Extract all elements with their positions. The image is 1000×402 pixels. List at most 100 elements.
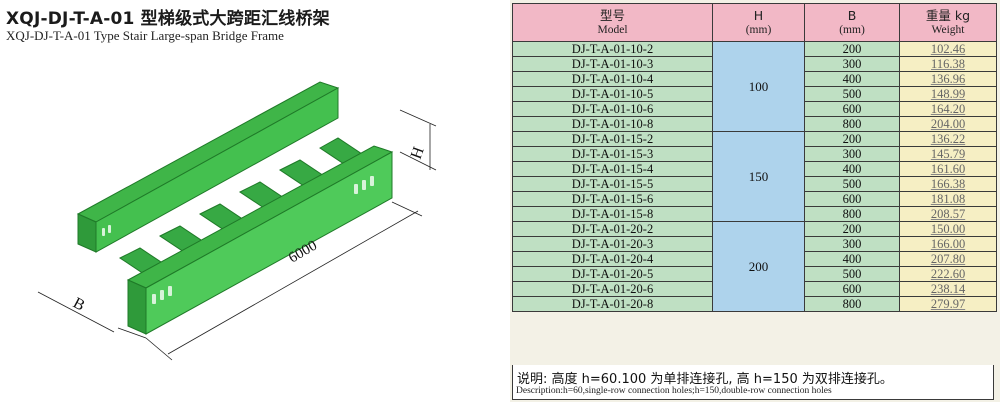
table-header-row: 型号 Model H (mm) B (mm) 重量 kg Weight [512, 3, 997, 42]
cell-weight: 204.00 [899, 116, 997, 132]
table-row: DJ-T-A-01-20-8 800 279.97 [512, 296, 997, 312]
spec-table-panel: 型号 Model H (mm) B (mm) 重量 kg Weight DJ-T… [510, 0, 1000, 402]
weight-value: 204.00 [930, 116, 966, 131]
cell-model: DJ-T-A-01-15-3 [512, 146, 713, 162]
cell-b: 400 [804, 251, 900, 267]
cell-b: 400 [804, 71, 900, 87]
cell-b: 300 [804, 236, 900, 252]
cell-model: DJ-T-A-01-20-6 [512, 281, 713, 297]
weight-value: 222.60 [930, 266, 966, 281]
cell-b: 800 [804, 206, 900, 222]
back-rail-side [95, 87, 339, 253]
connection-slots [102, 176, 374, 304]
table-row: DJ-T-A-01-15-3 300 145.79 [512, 146, 997, 162]
cell-model: DJ-T-A-01-10-3 [512, 56, 713, 72]
weight-value: 102.46 [930, 41, 966, 56]
cell-b: 600 [804, 281, 900, 297]
header-b: B (mm) [804, 3, 900, 42]
cell-b: 200 [804, 41, 900, 57]
cell-model: DJ-T-A-01-20-5 [512, 266, 713, 282]
cell-model: DJ-T-A-01-15-6 [512, 191, 713, 207]
cell-weight: 102.46 [899, 41, 997, 57]
cell-weight: 222.60 [899, 266, 997, 282]
cell-b: 800 [804, 116, 900, 132]
weight-value: 166.00 [930, 236, 966, 251]
cell-h-group: 150 [712, 131, 805, 222]
cell-weight: 161.60 [899, 161, 997, 177]
cell-model: DJ-T-A-01-10-8 [512, 116, 713, 132]
weight-value: 148.99 [930, 86, 966, 101]
note-cn: 说明: 高度 h=60.100 为单排连接孔, 高 h=150 为双排连接孔。 [517, 372, 893, 387]
front-rail-end [127, 279, 147, 335]
cell-model: DJ-T-A-01-20-3 [512, 236, 713, 252]
table-row: DJ-T-A-01-15-5 500 166.38 [512, 176, 997, 192]
weight-value: 279.97 [930, 296, 966, 311]
cell-b: 400 [804, 161, 900, 177]
cell-b: 500 [804, 86, 900, 102]
cell-weight: 164.20 [899, 101, 997, 117]
weight-value: 208.57 [930, 206, 966, 221]
spec-table: 型号 Model H (mm) B (mm) 重量 kg Weight DJ-T… [512, 3, 997, 312]
cell-model: DJ-T-A-01-15-5 [512, 176, 713, 192]
cell-b: 800 [804, 296, 900, 312]
weight-value: 150.00 [930, 221, 966, 236]
header-h: H (mm) [712, 3, 805, 42]
cell-weight: 116.38 [899, 56, 997, 72]
cell-weight: 166.38 [899, 176, 997, 192]
table-row: DJ-T-A-01-15-4 400 161.60 [512, 161, 997, 177]
note-en: Description:h=60,single-row connection h… [516, 386, 832, 396]
product-title-cn: XQJ-DJ-T-A-01 型梯级式大跨距汇线桥架 [6, 9, 330, 29]
cell-b: 500 [804, 176, 900, 192]
table-row: DJ-T-A-01-15-6 600 181.08 [512, 191, 997, 207]
weight-value: 161.60 [930, 161, 966, 176]
cell-model: DJ-T-A-01-15-8 [512, 206, 713, 222]
cell-b: 200 [804, 131, 900, 147]
cell-model: DJ-T-A-01-15-2 [512, 131, 713, 147]
cell-h-group: 100 [712, 41, 805, 132]
cell-weight: 207.80 [899, 251, 997, 267]
width-label: B [70, 295, 87, 315]
weight-value: 166.38 [930, 176, 966, 191]
cell-b: 300 [804, 56, 900, 72]
cell-weight: 145.79 [899, 146, 997, 162]
cell-model: DJ-T-A-01-20-8 [512, 296, 713, 312]
cell-b: 200 [804, 221, 900, 237]
cell-model: DJ-T-A-01-10-2 [512, 41, 713, 57]
cell-weight: 136.22 [899, 131, 997, 147]
cell-weight: 279.97 [899, 296, 997, 312]
header-model: 型号 Model [512, 3, 713, 42]
cell-model: DJ-T-A-01-20-2 [512, 221, 713, 237]
cell-model: DJ-T-A-01-10-6 [512, 101, 713, 117]
cell-model: DJ-T-A-01-15-4 [512, 161, 713, 177]
weight-value: 164.20 [930, 101, 966, 116]
weight-value: 136.22 [930, 131, 966, 146]
weight-value: 116.38 [931, 56, 965, 71]
weight-value: 181.08 [930, 191, 966, 206]
weight-value: 238.14 [930, 281, 966, 296]
header-weight: 重量 kg Weight [899, 3, 997, 42]
cell-weight: 136.96 [899, 71, 997, 87]
table-row: DJ-T-A-01-10-8 800 204.00 [512, 116, 997, 132]
description-note: 说明: 高度 h=60.100 为单排连接孔, 高 h=150 为双排连接孔。 … [512, 365, 994, 400]
dimension-lines [37, 109, 437, 361]
cell-b: 500 [804, 266, 900, 282]
cell-model: DJ-T-A-01-20-4 [512, 251, 713, 267]
weight-value: 145.79 [930, 146, 966, 161]
cell-weight: 238.14 [899, 281, 997, 297]
table-row: DJ-T-A-01-10-4 400 136.96 [512, 71, 997, 87]
weight-value: 136.96 [930, 71, 966, 86]
cell-b: 300 [804, 146, 900, 162]
cell-weight: 181.08 [899, 191, 997, 207]
cell-b: 600 [804, 191, 900, 207]
height-label: H [408, 144, 428, 161]
cell-weight: 166.00 [899, 236, 997, 252]
cell-model: DJ-T-A-01-10-5 [512, 86, 713, 102]
cell-model: DJ-T-A-01-10-4 [512, 71, 713, 87]
cell-weight: 150.00 [899, 221, 997, 237]
table-row: DJ-T-A-01-20-6 600 238.14 [512, 281, 997, 297]
